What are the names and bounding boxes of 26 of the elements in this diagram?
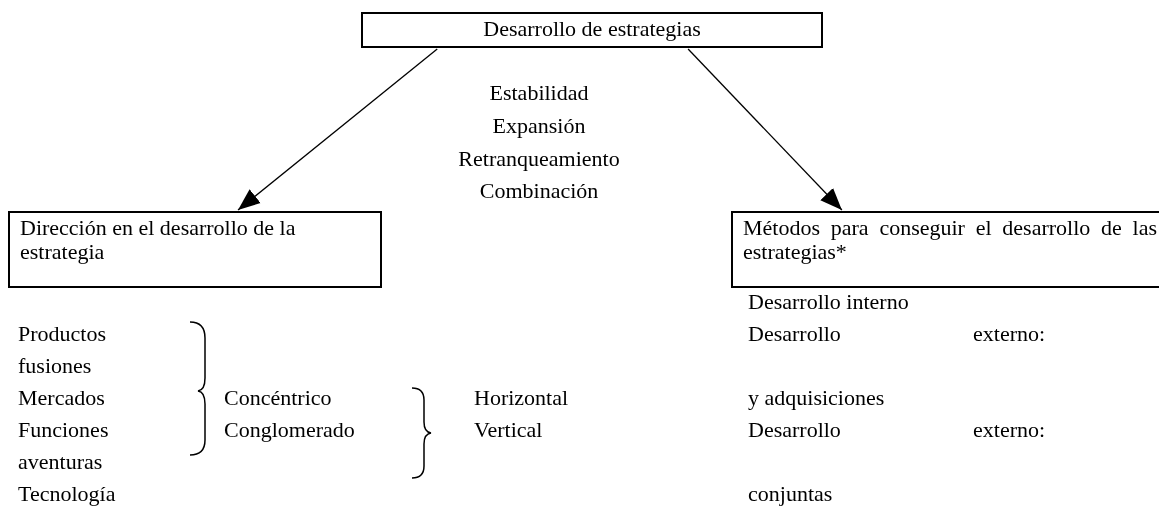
text-label: fusiones: [18, 353, 92, 379]
text-label: Horizontal: [474, 385, 569, 411]
text-label: Concéntrico: [224, 385, 332, 411]
text-label: Desarrollo interno: [748, 289, 909, 315]
arrow: [237, 48, 438, 211]
text-label: Funciones: [18, 417, 109, 443]
text-label: Combinación: [479, 178, 599, 204]
text-label: externo:: [973, 321, 1046, 347]
text-label: Desarrollo: [748, 417, 841, 443]
text-label: externo:: [973, 417, 1046, 443]
text-label: Productos: [18, 321, 106, 347]
text-label: Mercados: [18, 385, 105, 411]
text-label: Vertical: [474, 417, 543, 443]
heading-box: Desarrollo de estrategias: [361, 12, 823, 48]
text-label: Expansión: [492, 113, 586, 139]
text-label: Retranqueamiento: [458, 146, 620, 172]
text-label: aventuras: [18, 449, 103, 475]
text-label: conjuntas: [748, 481, 833, 507]
text-label: Desarrollo: [748, 321, 841, 347]
text-label: Tecnología: [18, 481, 116, 507]
text-label: y adquisiciones: [748, 385, 885, 411]
category-box: Dirección en el desarrollo de la estrategia: [8, 211, 382, 288]
arrow: [687, 48, 843, 211]
text-label: Estabilidad: [489, 80, 589, 106]
text-label: Conglomerado: [224, 417, 355, 443]
category-box: Métodos para conseguir el desarrollo de las estrategias*: [731, 211, 1159, 288]
